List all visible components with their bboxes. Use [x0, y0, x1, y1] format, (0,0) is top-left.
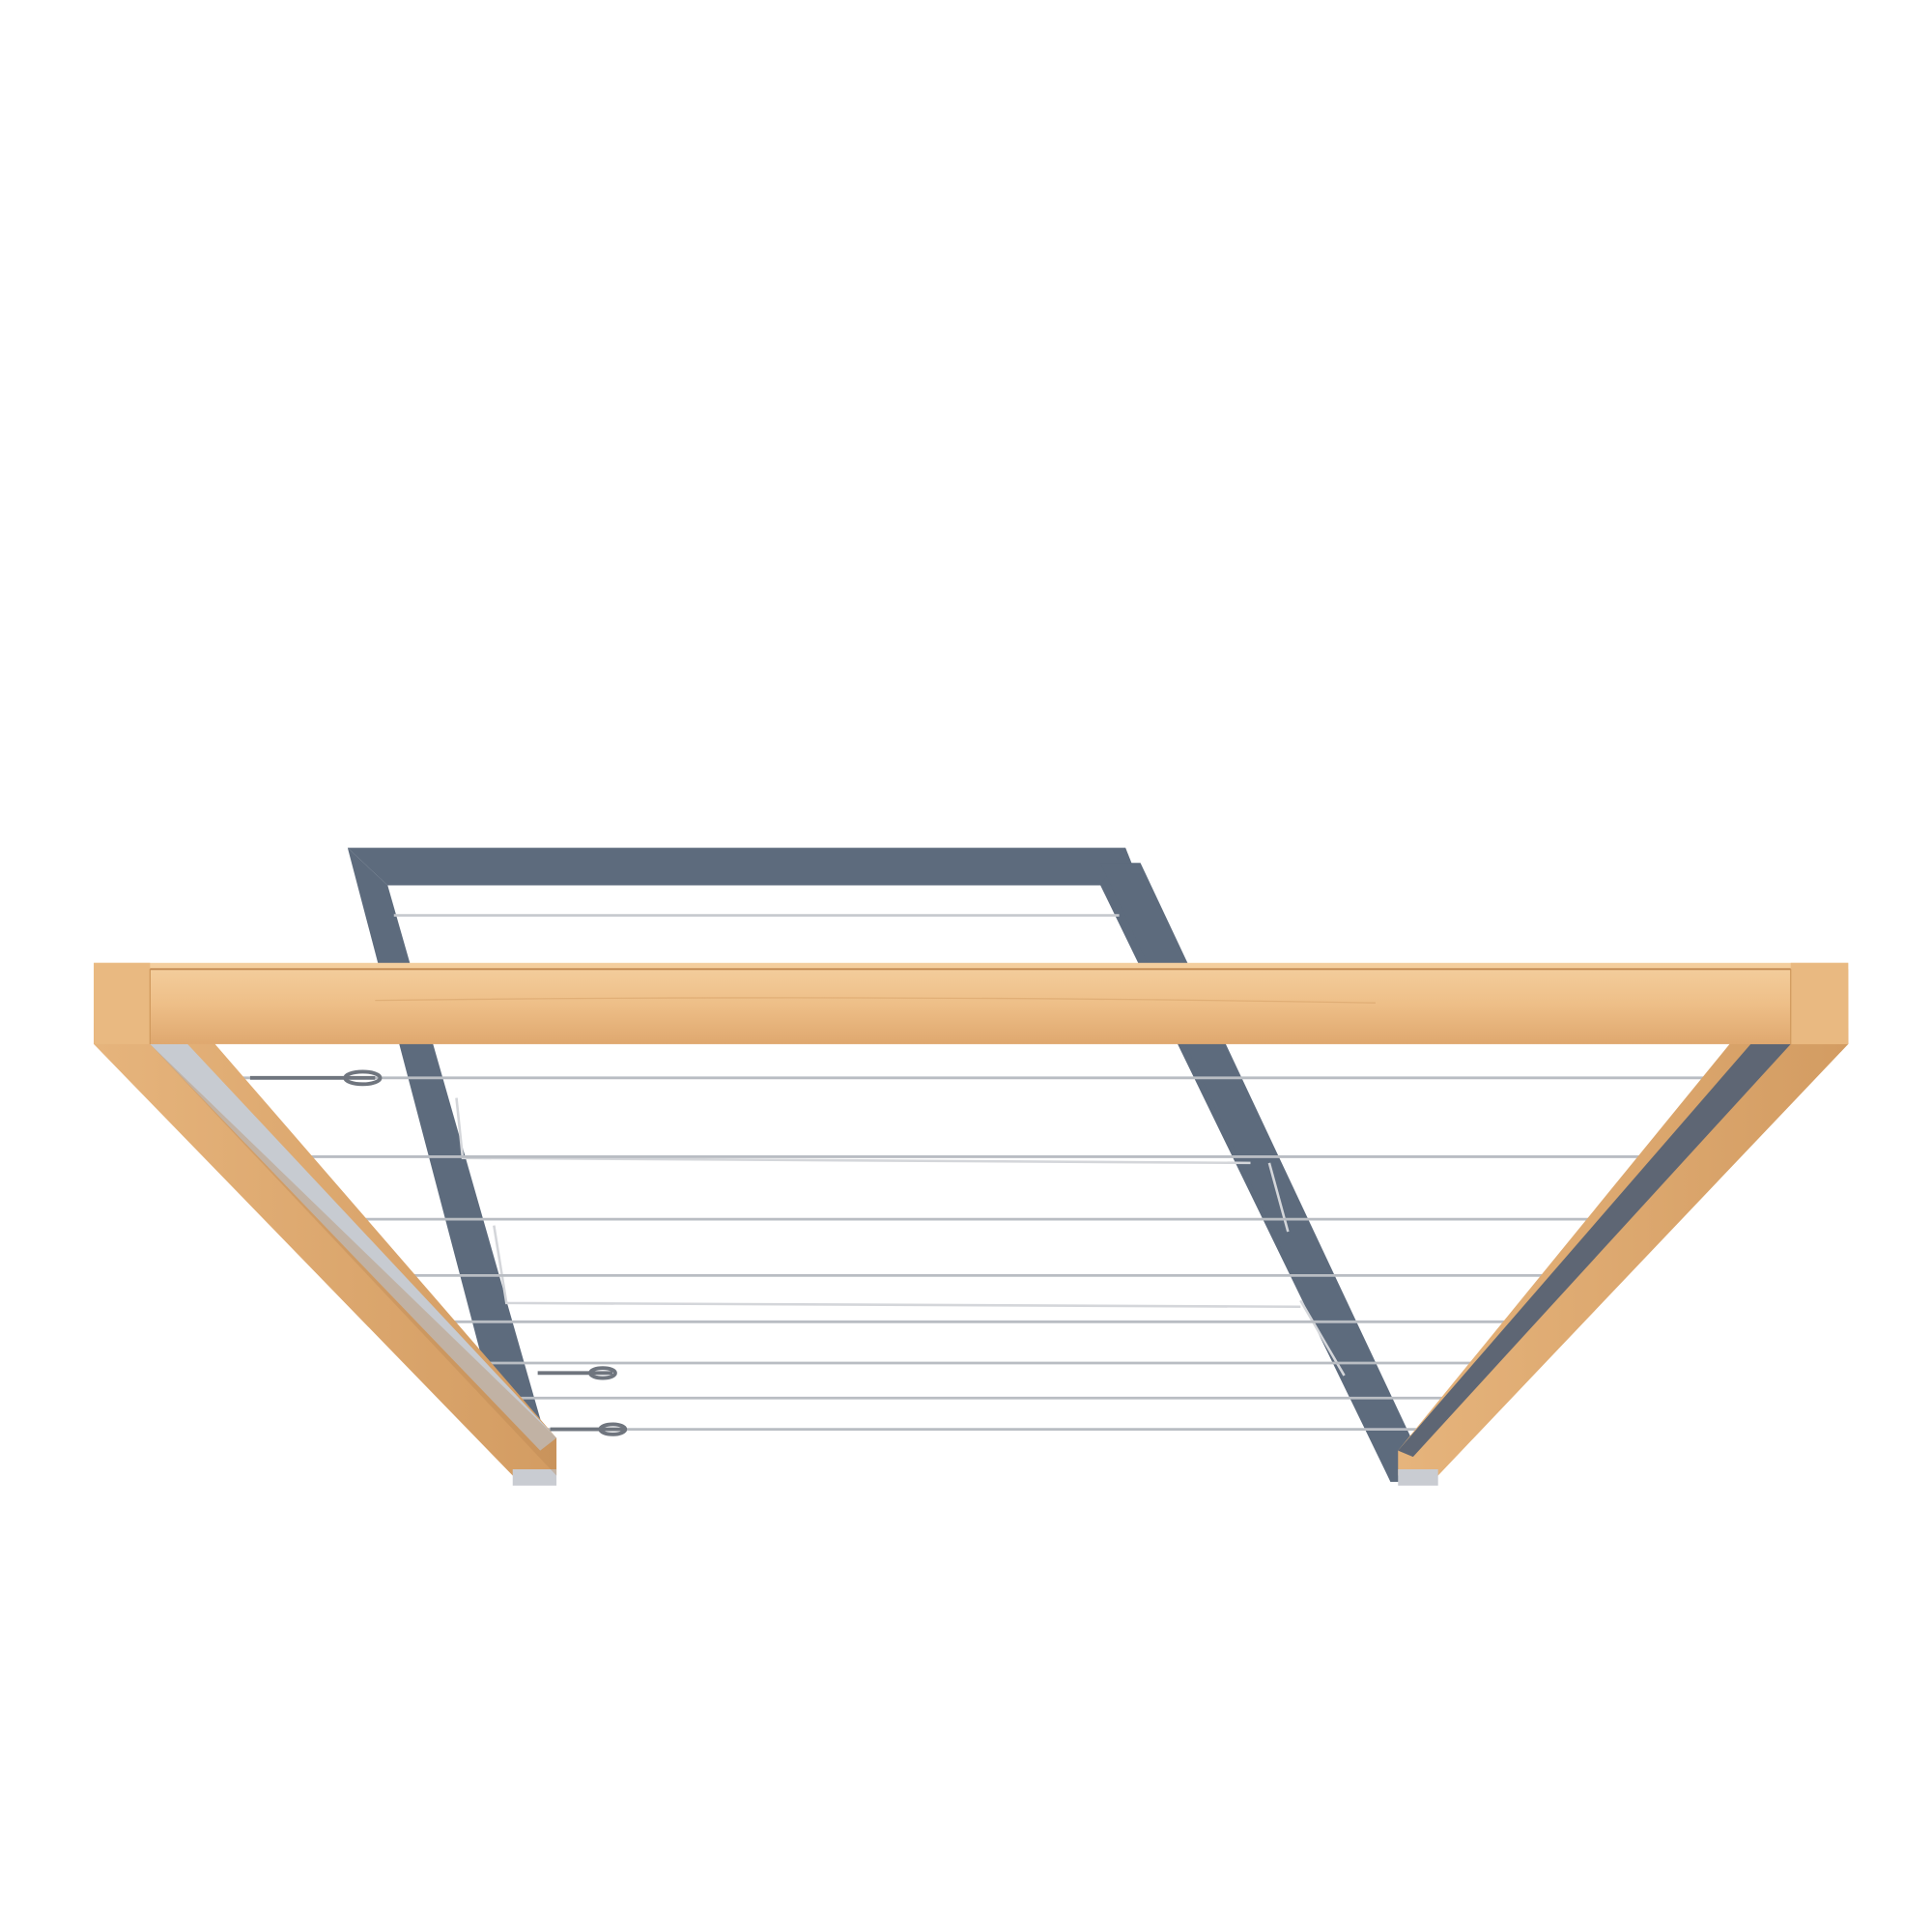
- right-post: [1398, 969, 1849, 1486]
- left-post: [94, 969, 557, 1486]
- top-rail: [94, 962, 1849, 1044]
- tensioner-hardware: [249, 1069, 628, 1436]
- cables: [183, 1076, 1758, 1432]
- shadow-inner-frames: [455, 1097, 1346, 1377]
